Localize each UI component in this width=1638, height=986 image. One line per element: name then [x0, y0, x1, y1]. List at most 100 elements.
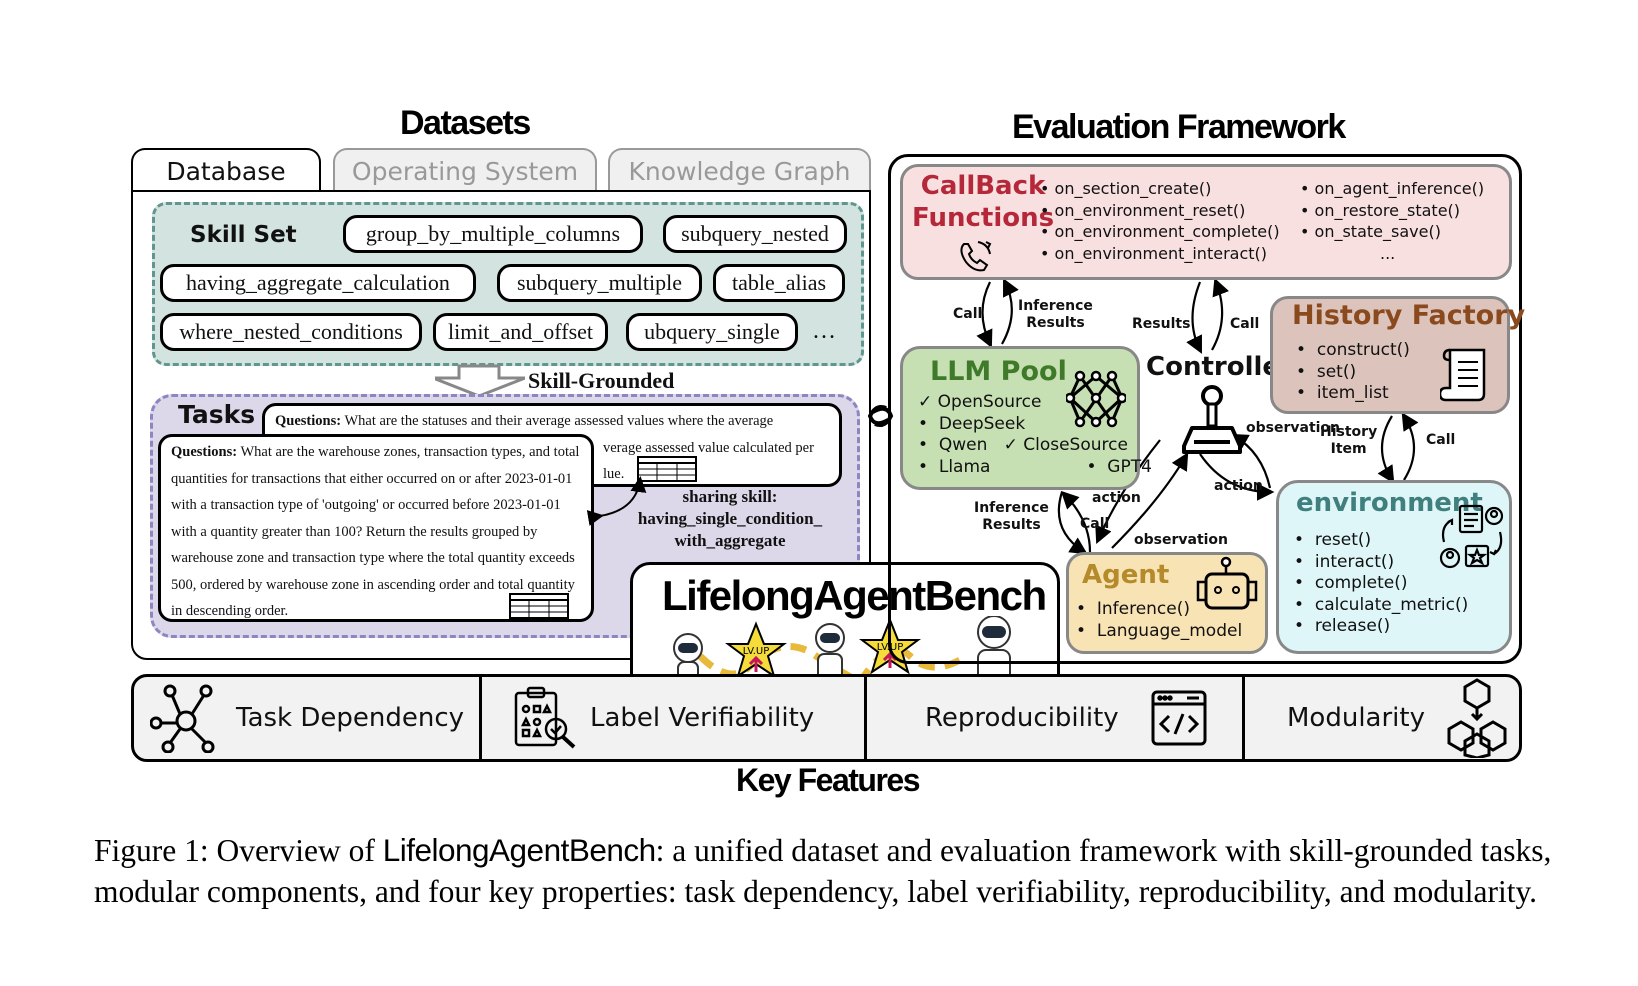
skill-chip: having_aggregate_calculation [160, 264, 476, 302]
clipboard-magnifier-icon [514, 686, 576, 749]
robot-head-icon [1196, 556, 1258, 610]
table-icon [509, 593, 569, 619]
agent-title: Agent [1082, 560, 1170, 590]
edge-label: action [1092, 490, 1141, 506]
figure-caption: Figure 1: Overview of LifelongAgentBench… [94, 830, 1574, 912]
chain-link-icon [867, 405, 894, 427]
llm-item: • Qwen ✓ CloseSource [918, 435, 1128, 455]
feature-label: Task Dependency [236, 703, 465, 733]
tab-operating-system[interactable]: Operating System [333, 148, 597, 192]
datasets-panel [131, 190, 871, 660]
agent-item: • Inference() [1076, 599, 1190, 619]
key-features-bar: Task Dependency Label Verifiability Repr… [131, 674, 1522, 762]
hexagon-modules-icon [1447, 678, 1507, 758]
evaluation-framework-panel [888, 154, 1522, 664]
history-env-call-arrow [1401, 412, 1419, 481]
more-skills-ellipsis: … [812, 318, 836, 344]
edge-label: action [1214, 478, 1263, 494]
llm-agent-results-arrow [1060, 490, 1092, 553]
evaluation-framework-title: Evaluation Framework [1012, 108, 1346, 146]
controller-callback-results-arrow [1186, 281, 1202, 354]
llm-item: • DeepSeek [918, 413, 1026, 434]
skill-set-label: Skill Set [190, 222, 297, 248]
callback-functions-box [900, 164, 1512, 280]
history-item: • set() [1296, 361, 1357, 382]
agent-item: • Language_model [1076, 621, 1243, 641]
agent-controller-action-arrow [1095, 439, 1161, 545]
code-window-icon [1151, 690, 1207, 746]
skill-chip: where_nested_conditions [160, 313, 422, 351]
callback-item: • on_restore_state() [1300, 200, 1461, 220]
tab-knowledge-graph[interactable]: Knowledge Graph [608, 148, 871, 192]
environment-item: • interact() [1294, 551, 1395, 572]
feature-task-dependency: Task Dependency [134, 677, 479, 759]
user-documents-exchange-icon [1439, 504, 1504, 569]
history-factory-title: History Factory [1292, 300, 1526, 331]
environment-item: • complete() [1294, 573, 1408, 593]
callback-item: • on_state_save() [1300, 222, 1441, 241]
question-text: verage assessed value calculated per [603, 439, 814, 456]
llm-pool-list: ✓ OpenSource • DeepSeek • Qwen ✓ CloseSo… [918, 392, 1152, 478]
caption-brand: LifelongAgentBench [382, 832, 656, 868]
history-item: • item_list [1296, 383, 1389, 403]
feature-label-verifiability: Label Verifiability [479, 677, 864, 759]
feature-label: Label Verifiability [590, 703, 815, 733]
logo-title: LifelongAgentBench [662, 572, 1047, 619]
callback-more: ... [1380, 243, 1396, 263]
feature-modularity: Modularity [1242, 677, 1519, 759]
llm-pool-title: LLM Pool [930, 356, 1067, 387]
history-factory-list: • construct() • set() • item_list [1296, 340, 1410, 405]
table-icon [637, 456, 697, 482]
agent-box [1066, 552, 1268, 654]
neural-network-icon [1066, 370, 1126, 428]
edge-label: Call [1080, 516, 1110, 532]
edge-label: observation [1246, 420, 1341, 436]
datasets-title: Datasets [400, 104, 531, 142]
feature-label: Reproducibility [925, 703, 1119, 733]
feature-label: Modularity [1287, 703, 1425, 733]
sharing-skill-note: sharing skill: having_single_condition_ … [620, 486, 840, 552]
question-text: What are the statuses and their average … [341, 413, 774, 429]
task-question-card-front: Questions: What are the warehouse zones,… [158, 434, 594, 622]
llm-callback-call-arrow [976, 281, 993, 348]
edge-label: Results [1132, 316, 1191, 332]
tab-database[interactable]: Database [131, 148, 321, 192]
llm-group-closesource: ✓ CloseSource [1003, 435, 1128, 455]
llm-pool-box [900, 346, 1140, 490]
sharing-skill-name: with_aggregate [674, 531, 786, 550]
sharing-skill-name: having_single_condition_ [637, 509, 823, 528]
environment-item: • release() [1294, 616, 1391, 636]
edge-label: Call [1426, 432, 1456, 448]
joystick-controller-icon [1182, 385, 1242, 454]
tasks-label: Tasks [178, 400, 256, 429]
skill-chip: group_by_multiple_columns [343, 215, 643, 253]
callback-title-line: Functions [912, 203, 1055, 233]
skill-chip: table_alias [713, 264, 845, 302]
environment-list: • reset() • interact() • complete() • ca… [1294, 530, 1468, 638]
skill-grounded-arrow-icon [435, 364, 525, 398]
edge-label: Call [1230, 316, 1260, 332]
callback-list-col1: • on_section_create() • on_environment_r… [1040, 178, 1280, 264]
callback-item: • on_environment_reset() [1040, 200, 1246, 220]
key-features-title: Key Features [736, 762, 920, 798]
level-up-star-icon: LV.UP [725, 621, 787, 679]
skill-chip: subquery_nested [663, 215, 847, 253]
controller-callback-call-arrow [1211, 277, 1229, 351]
skill-chip: ubquery_single [626, 313, 798, 351]
callback-title-line: CallBack [920, 171, 1046, 201]
edge-label: Call [953, 306, 983, 322]
caption-text: : a unified dataset and evaluation frame… [94, 833, 1552, 909]
svg-text:LV.UP: LV.UP [743, 646, 770, 657]
history-item: • construct() [1296, 340, 1410, 360]
controller-env-action-arrow [1199, 453, 1275, 501]
skill-grounded-label: Skill-Grounded [528, 368, 675, 393]
skill-chip: limit_and_offset [433, 313, 608, 351]
question-text: What are the warehouse zones, transactio… [171, 444, 580, 619]
llm-item: • Llama• GPT4 [918, 456, 1152, 477]
edge-label: observation [1134, 532, 1229, 548]
network-hub-icon [150, 684, 215, 753]
llm-group-opensource: ✓ OpenSource [918, 392, 1042, 412]
